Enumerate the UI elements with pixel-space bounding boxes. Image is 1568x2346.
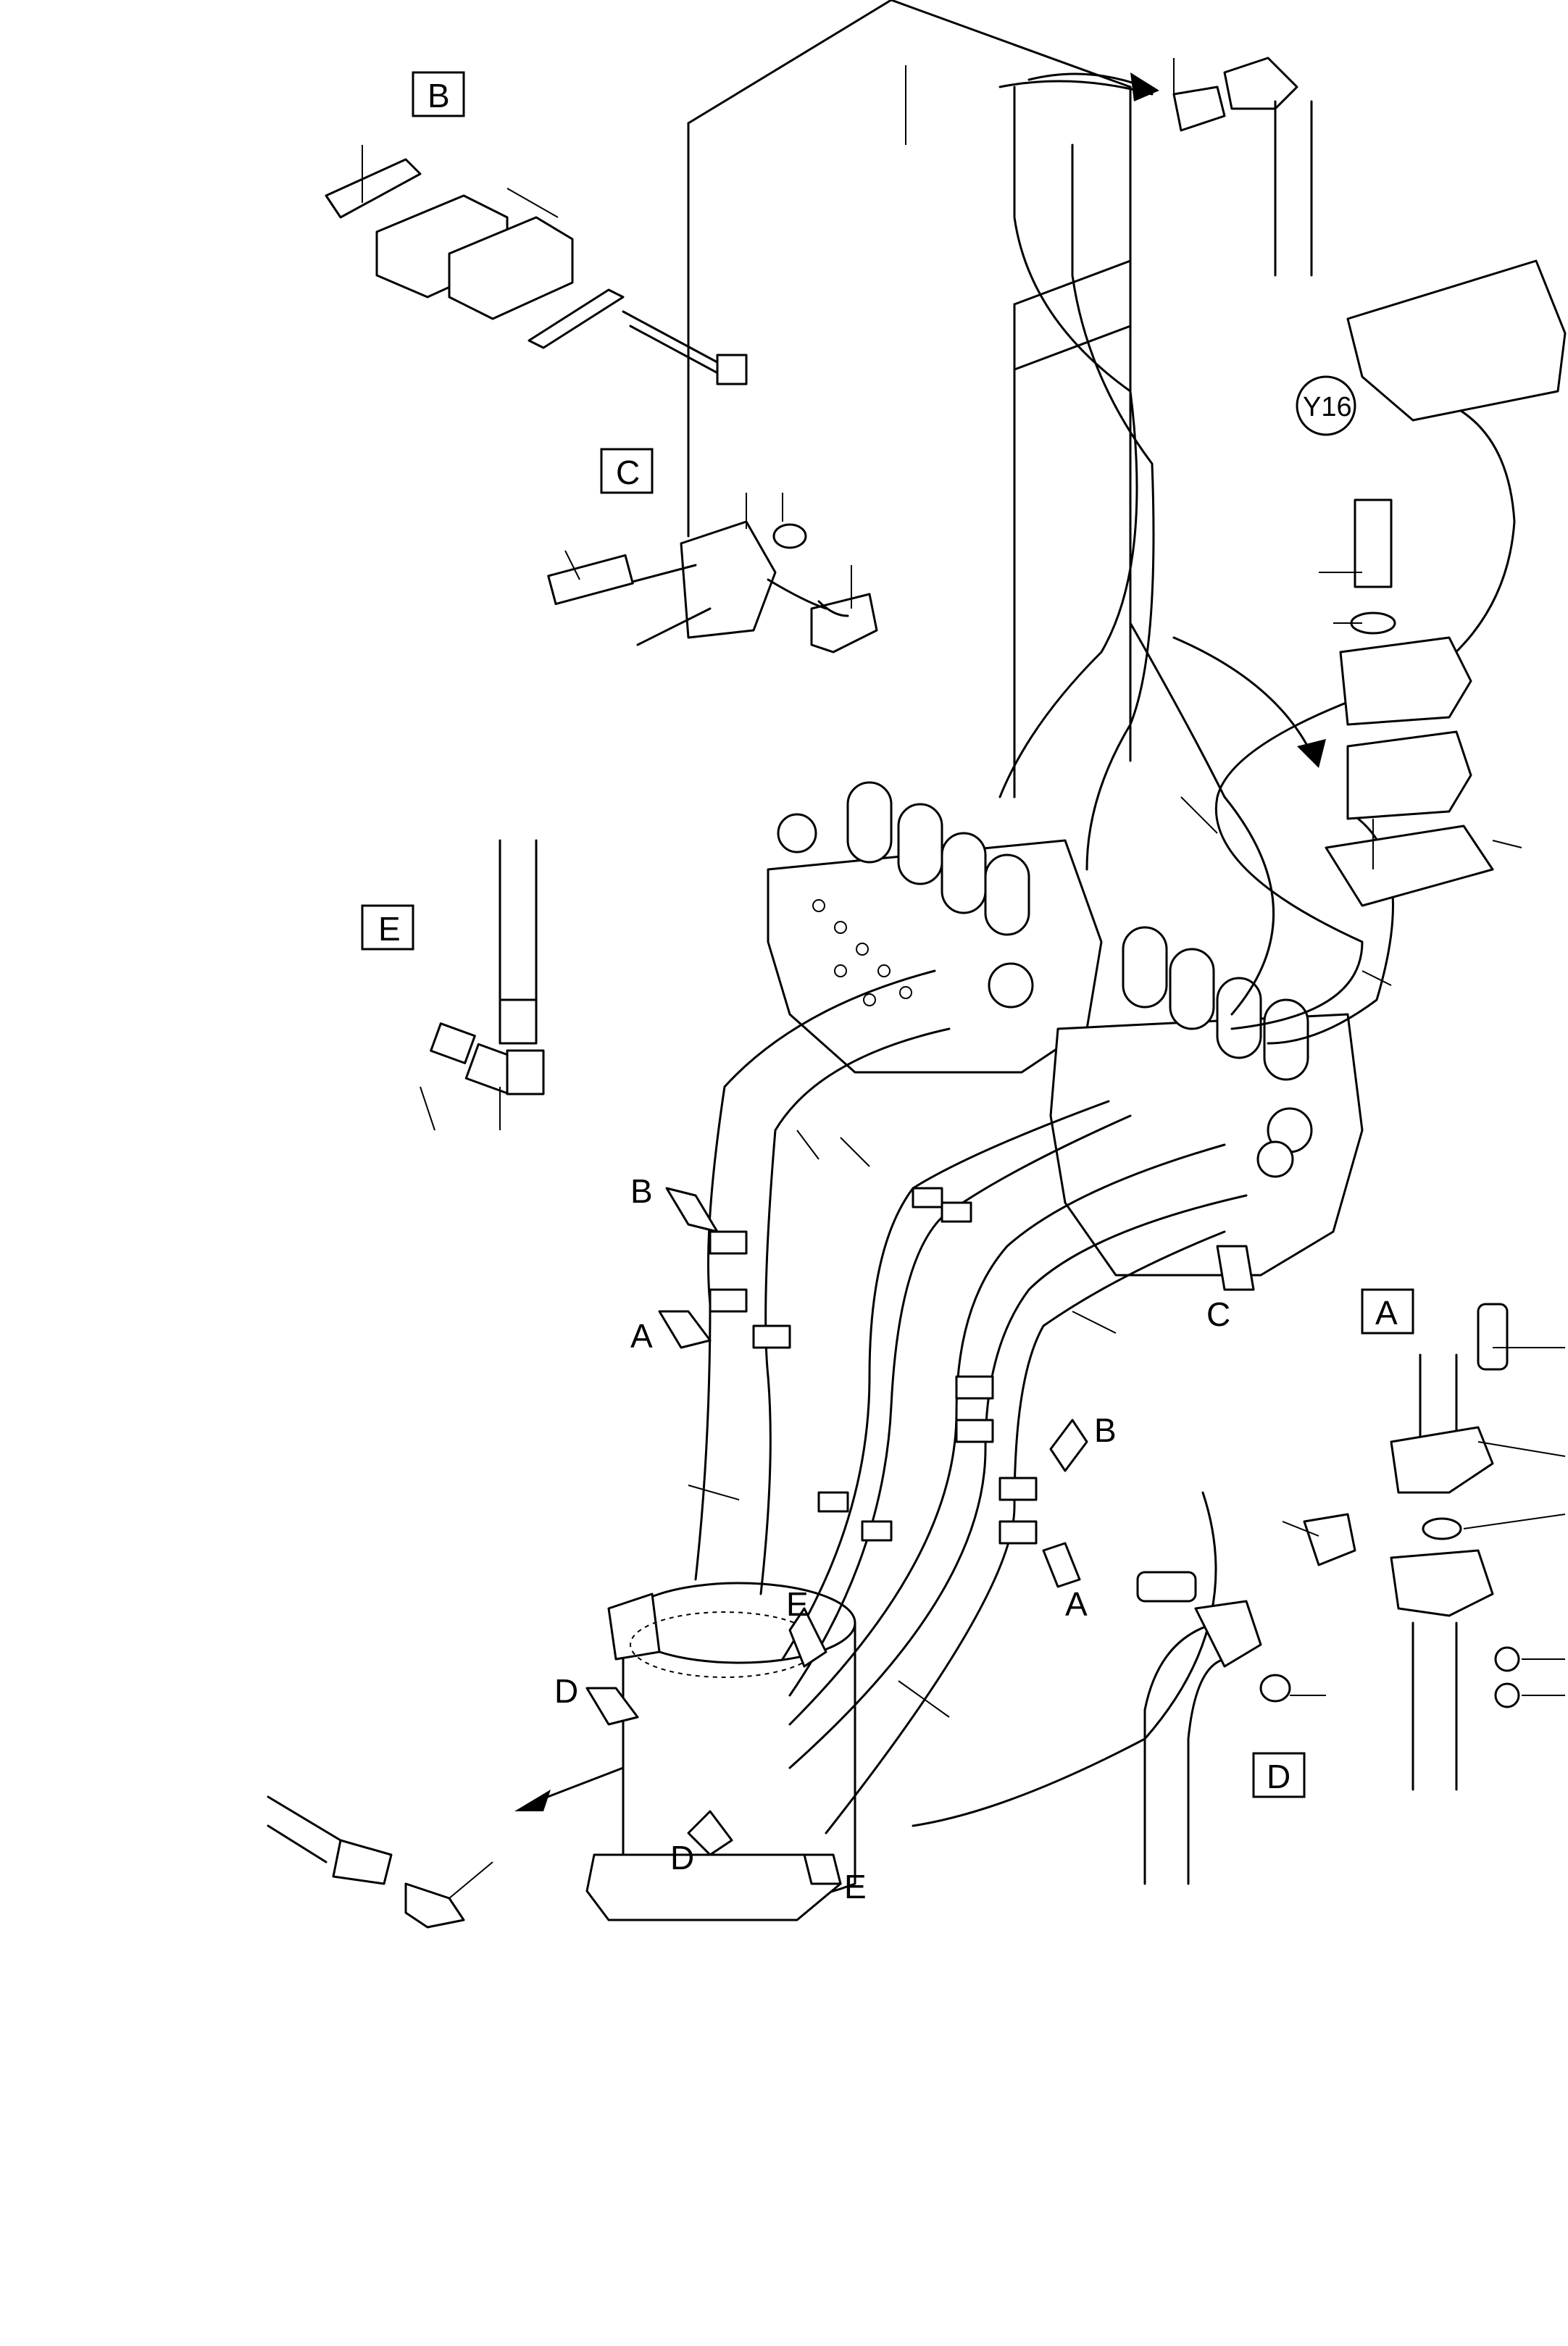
hose-clamps — [709, 1187, 1038, 1545]
column-housing — [687, 0, 1132, 798]
detail-c-label: C — [616, 454, 640, 491]
control-valve-block-right — [1049, 926, 1364, 1277]
solenoid-valve-y16: Y16 — [1296, 259, 1567, 436]
leader-lines — [420, 58, 1566, 1899]
callout-arrows: B A C B A E D D E — [554, 1172, 1255, 1905]
detail-e-label: E — [378, 910, 401, 948]
arrow-e-bottom-label: E — [844, 1868, 867, 1905]
arrow-a-left-label: A — [630, 1317, 653, 1355]
arrow-c-label: C — [1206, 1295, 1230, 1333]
top-fitting-detail — [998, 57, 1313, 277]
control-valve-block-left — [767, 781, 1103, 1074]
arrow-b-right-label: B — [1094, 1411, 1117, 1449]
detail-d-label: D — [1267, 1758, 1290, 1795]
flow-arrows — [817, 72, 1326, 768]
arrow-d-top-label: D — [554, 1672, 578, 1710]
detail-a-label: A — [1375, 1294, 1398, 1332]
arrow-e-top-label: E — [786, 1585, 809, 1623]
detail-b-clamp-assembly: B — [325, 71, 748, 385]
rotary-joint — [585, 1582, 856, 1921]
detail-d-elbow: D — [1136, 1571, 1306, 1885]
bottom-left-fitting — [267, 1766, 625, 1929]
detail-c-flange: C — [547, 448, 878, 654]
hose-clamp-detail — [1325, 498, 1494, 907]
arrow-b-left-label: B — [630, 1172, 653, 1210]
arrow-a-right-label: A — [1065, 1585, 1088, 1623]
detail-e-fitting: E — [361, 839, 545, 1095]
arrow-d-bottom-label: D — [670, 1839, 694, 1877]
y16-label: Y16 — [1303, 392, 1352, 422]
detail-a-flange: A — [1303, 1288, 1520, 1791]
detail-b-label: B — [428, 77, 450, 114]
